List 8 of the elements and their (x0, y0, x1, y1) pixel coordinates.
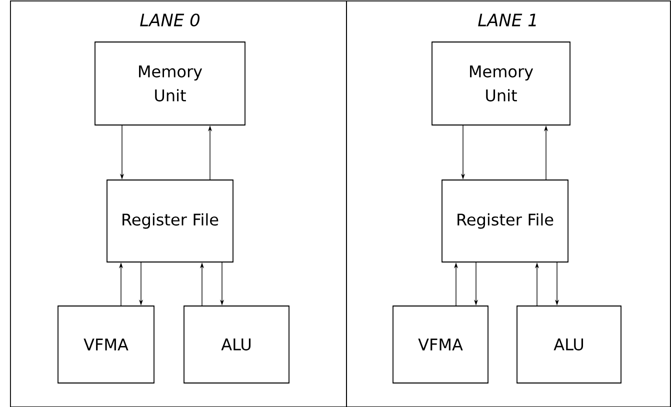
register-file-box: Register File (106, 180, 234, 262)
unit-box: VFMA (58, 306, 154, 384)
unit-box: ALU (184, 306, 290, 384)
memory-unit-box: Memory Unit (94, 42, 246, 126)
memory-unit-box: Memory Unit (432, 42, 570, 126)
register-file-box: Register File (442, 180, 568, 262)
unit-box: VFMA (392, 306, 488, 384)
unit-box: ALU (516, 306, 622, 384)
